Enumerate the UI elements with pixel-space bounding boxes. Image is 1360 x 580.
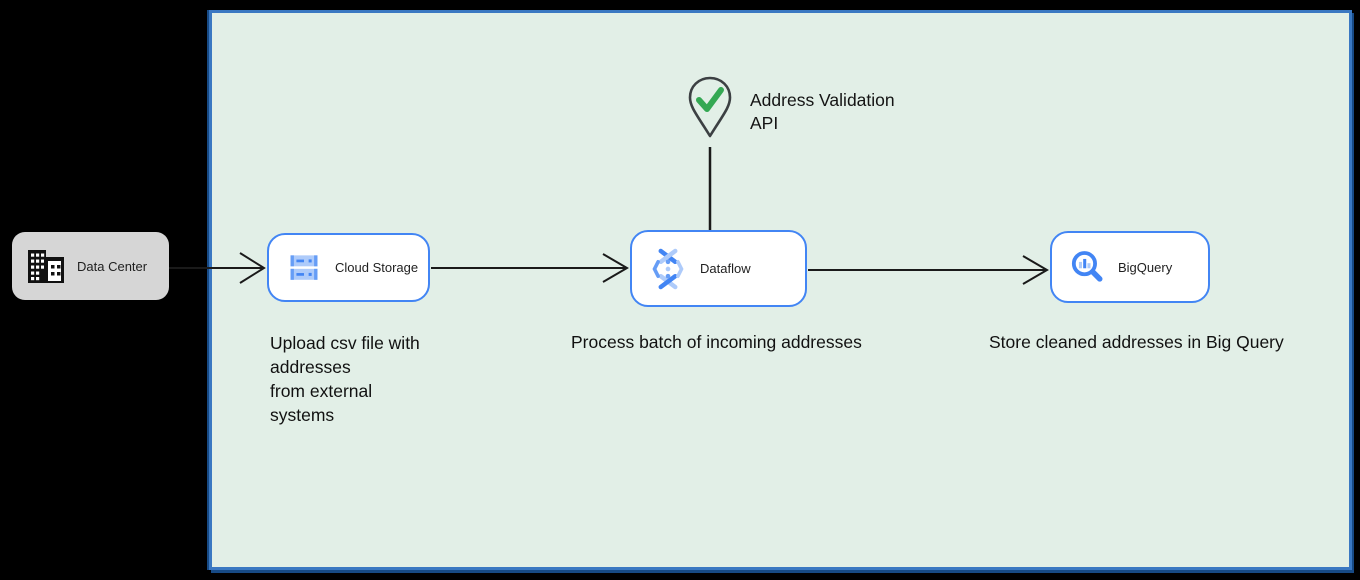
cloud-storage-icon [287,252,321,284]
building-icon [28,249,64,283]
bigquery-icon [1070,249,1104,285]
api-callout-label: Address Validation API [750,89,895,135]
node-cloud-storage[interactable]: Cloud Storage [267,233,430,302]
node-label-cloud-storage: Cloud Storage [335,260,419,275]
annotation-process: Process batch of incoming addresses [571,332,862,352]
node-bigquery[interactable]: BigQuery [1050,231,1210,303]
node-data-center[interactable]: Data Center [12,232,169,300]
annotation-store: Store cleaned addresses in Big Query [989,332,1284,352]
annotation-upload-line4: systems [270,405,335,425]
annotation-upload-line3: from external [270,381,373,401]
node-label-data-center: Data Center [77,258,148,274]
node-dataflow[interactable]: Dataflow [630,230,807,307]
api-callout-line2: API [750,113,779,133]
annotation-upload: Upload csv file with addresses from exte… [270,331,530,427]
annotation-upload-line2: addresses [270,357,351,377]
annotation-upload-line1: Upload csv file with [270,333,420,353]
api-callout-line1: Address Validation [750,90,895,110]
node-label-dataflow: Dataflow [700,261,751,276]
dataflow-icon [650,248,686,290]
node-label-bigquery: BigQuery [1118,259,1173,275]
map-pin-check-icon [688,76,732,138]
